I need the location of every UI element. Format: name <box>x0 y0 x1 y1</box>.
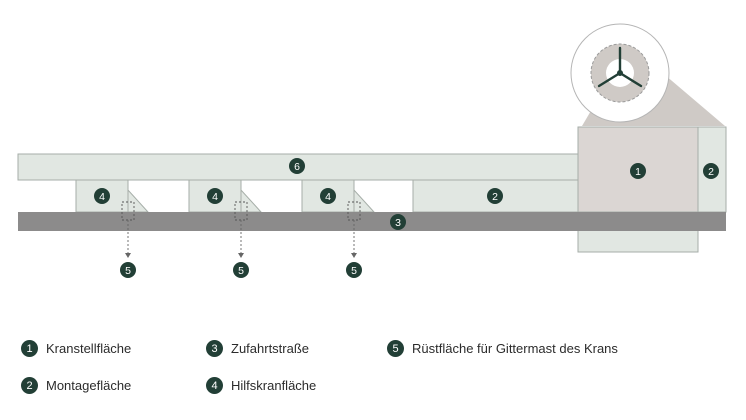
legend-badge: 5 <box>387 340 404 357</box>
badge-hilfs-3: 4 <box>320 188 336 204</box>
legend-text: Rüstfläche für Gittermast des Krans <box>412 341 618 356</box>
montage-strip-top <box>17 153 599 181</box>
svg-text:5: 5 <box>351 265 357 277</box>
legend-item-5: 5 Rüstfläche für Gittermast des Krans <box>387 340 618 357</box>
badge-montage-right: 2 <box>703 163 719 179</box>
hilfskran-triangle-2 <box>240 188 263 213</box>
legend-text: Kranstellfläche <box>46 341 132 356</box>
legend-badge: 4 <box>206 377 223 394</box>
legend-text: Hilfskranfläche <box>231 378 317 393</box>
legend-badge: 2 <box>21 377 38 394</box>
badge-hilfs-2: 4 <box>207 188 223 204</box>
badge-montage-top: 6 <box>289 158 305 174</box>
legend-item-2: 2 Montagefläche <box>21 377 131 394</box>
legend-item-3: 3 Zufahrtstraße <box>206 340 309 357</box>
svg-text:3: 3 <box>395 217 401 229</box>
svg-text:2: 2 <box>708 166 714 178</box>
badge-kranstell: 1 <box>630 163 646 179</box>
access-road <box>18 212 726 231</box>
svg-text:6: 6 <box>294 161 300 173</box>
hilfskran-triangle-1 <box>127 188 150 213</box>
wind-turbine-icon <box>597 46 643 88</box>
badge-ruest-3: 5 <box>346 262 362 278</box>
svg-text:4: 4 <box>325 191 331 203</box>
legend-text: Zufahrtstraße <box>231 341 310 356</box>
hilfskran-triangle-3 <box>353 188 376 213</box>
badge-ruest-1: 5 <box>120 262 136 278</box>
legend-badge: 3 <box>206 340 223 357</box>
badge-road: 3 <box>390 214 406 230</box>
svg-text:4: 4 <box>212 191 218 203</box>
svg-text:5: 5 <box>238 265 244 277</box>
svg-text:5: 5 <box>125 265 131 277</box>
legend-item-1: 1 Kranstellfläche <box>21 340 131 357</box>
ruest-area-3 <box>347 201 361 258</box>
svg-text:2: 2 <box>492 191 498 203</box>
svg-text:1: 1 <box>635 166 641 178</box>
legend-text: Montagefläche <box>46 378 132 393</box>
legend-item-4: 4 Hilfskranfläche <box>206 377 316 394</box>
svg-text:4: 4 <box>99 191 105 203</box>
legend-badge: 1 <box>21 340 38 357</box>
ruest-area-1 <box>121 201 135 258</box>
badge-montage-middle: 2 <box>487 188 503 204</box>
badge-ruest-2: 5 <box>233 262 249 278</box>
ruest-area-2 <box>234 201 248 258</box>
badge-hilfs-1: 4 <box>94 188 110 204</box>
